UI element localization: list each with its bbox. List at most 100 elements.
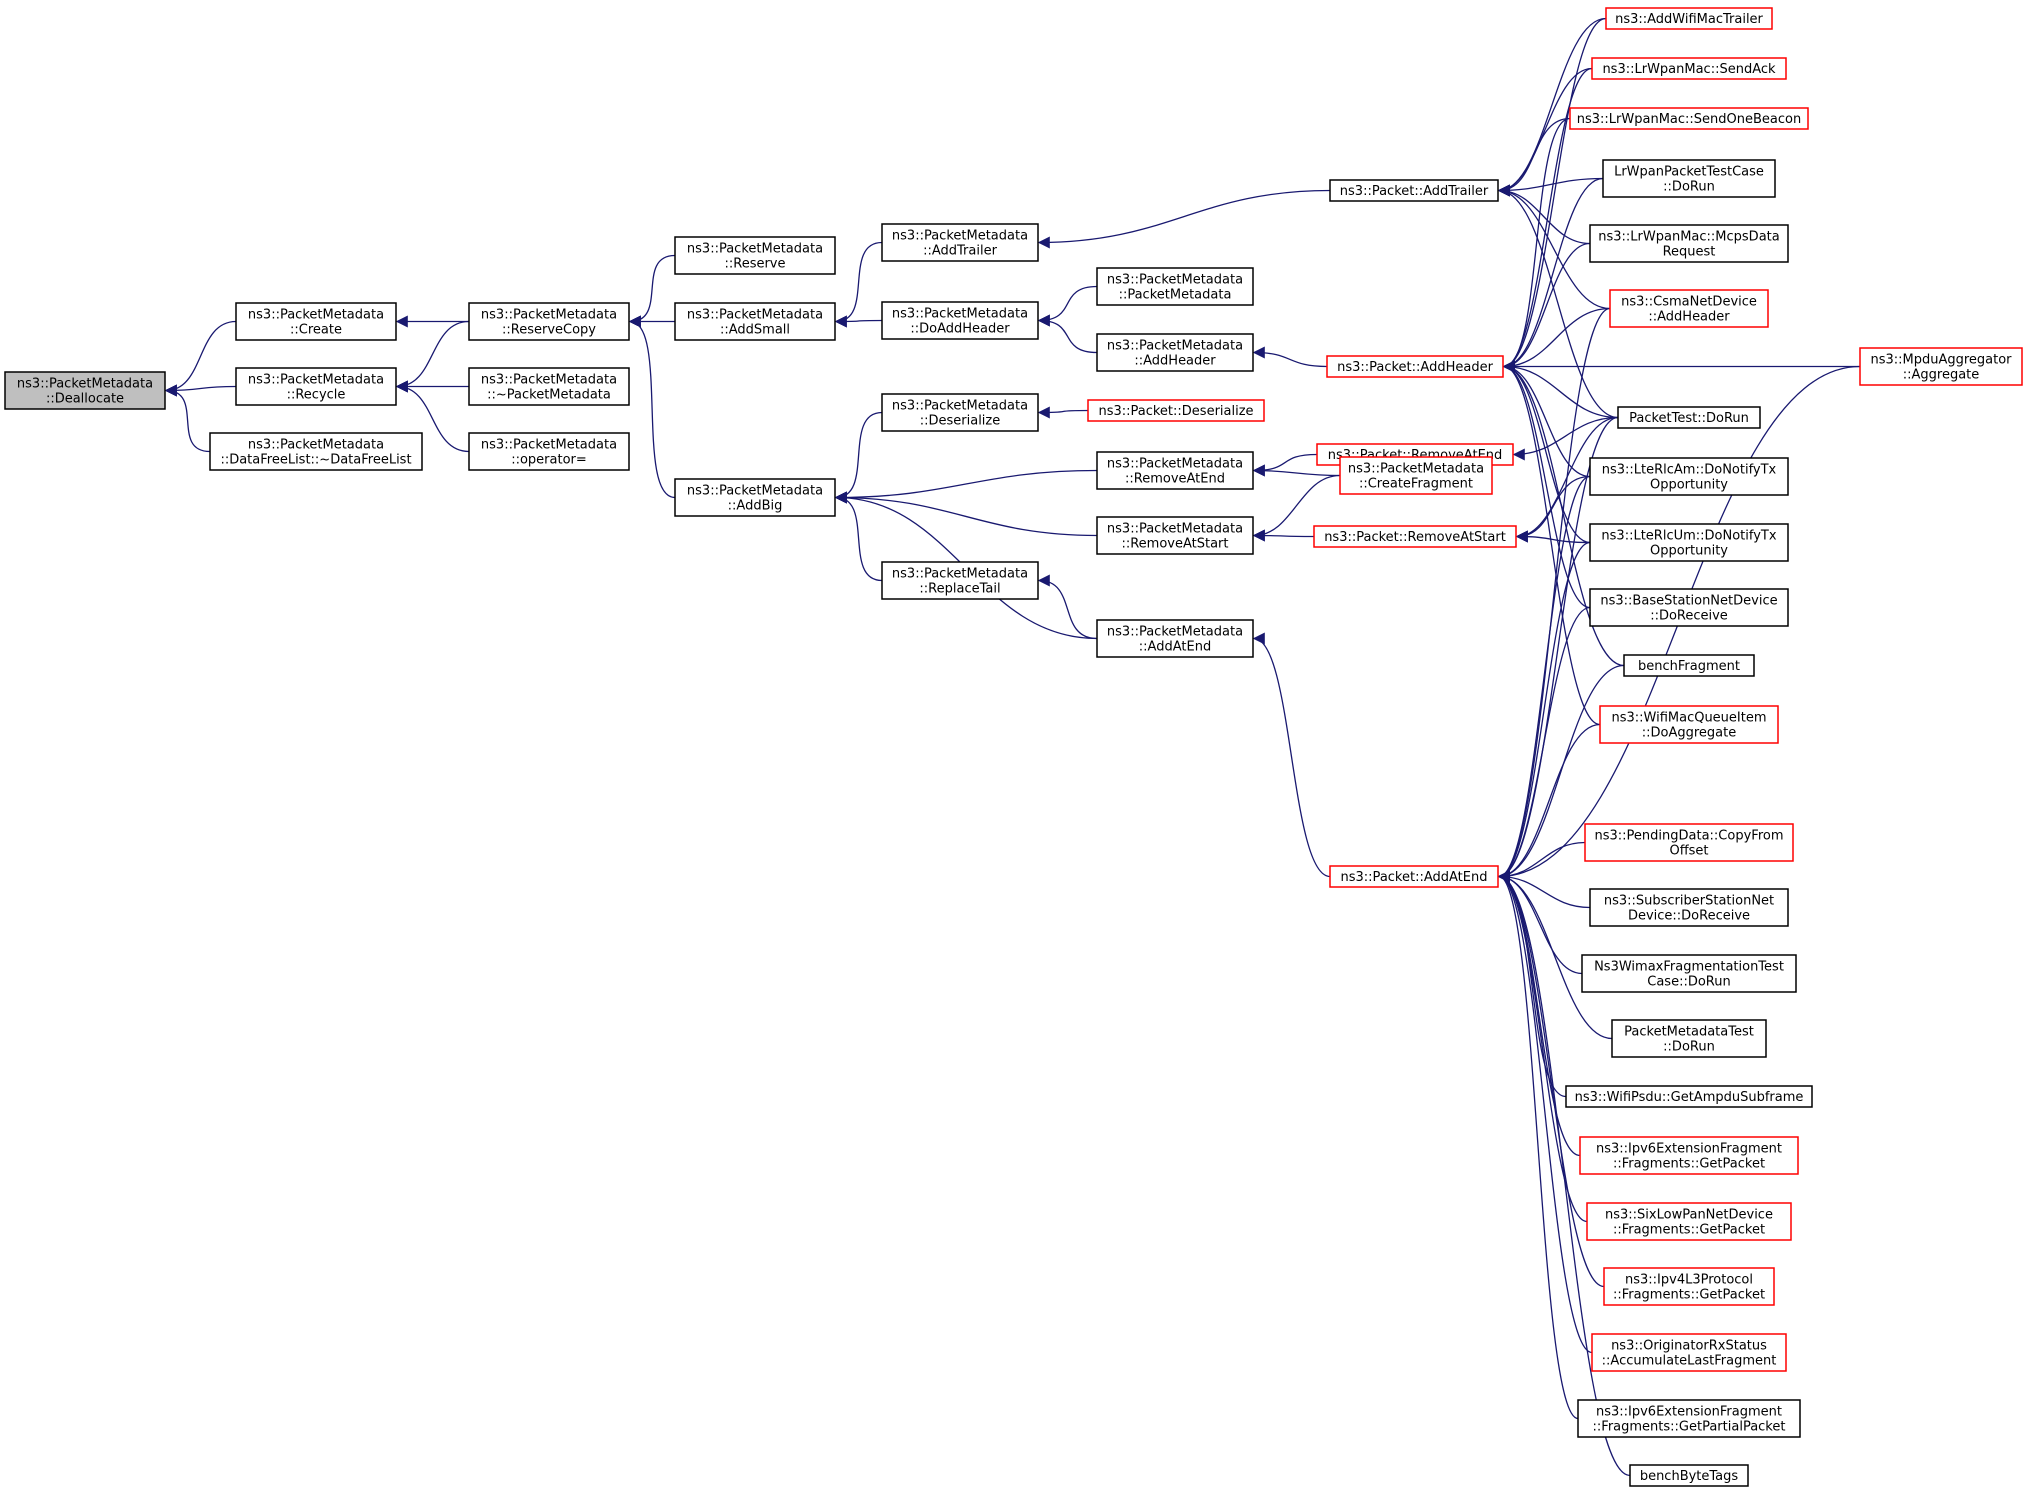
node-label-line: PacketMetadataTest (1624, 1025, 1754, 1040)
node-box (1565, 1085, 1813, 1108)
edge-lrwpantest-to-pkaddheader (1502, 177, 1604, 373)
node-label-line: ::AddSmall (720, 323, 790, 338)
node-label-line: ns3::AddWifiMacTrailer (1615, 12, 1763, 27)
node-rmstart[interactable]: ns3::PacketMetadata::RemoveAtStart (1096, 516, 1254, 555)
node-label-line: ns3::BaseStationNetDevice (1600, 594, 1777, 609)
node-label-line: ns3::PacketMetadata (1107, 273, 1243, 288)
node-label-line: ns3::WifiMacQueueItem (1611, 711, 1766, 726)
node-label-line: ::DoAggregate (1642, 726, 1737, 741)
node-label-line: ns3::PacketMetadata (1348, 462, 1484, 477)
node-create[interactable]: ns3::PacketMetadata::Create (235, 302, 397, 341)
node-label-line: ns3::PacketMetadata (481, 308, 617, 323)
node-reservecopy[interactable]: ns3::PacketMetadata::ReserveCopy (468, 302, 630, 341)
node-label-line: benchByteTags (1640, 1469, 1739, 1484)
node-box (209, 432, 423, 471)
node-label-line: ns3::PacketMetadata (1107, 457, 1243, 472)
node-pkdeser[interactable]: ns3::Packet::Deserialize (1087, 399, 1265, 422)
node-sendack[interactable]: ns3::LrWpanMac::SendAck (1591, 57, 1787, 80)
node-packettest[interactable]: PacketTest::DoRun (1617, 406, 1761, 429)
nodes-layer: ns3::PacketMetadata::Deallocatens3::Pack… (4, 7, 2023, 1487)
node-originator[interactable]: ns3::OriginatorRxStatus::AccumulateLastF… (1591, 1333, 1787, 1372)
node-addwifitrailer[interactable]: ns3::AddWifiMacTrailer (1605, 7, 1773, 30)
node-benchbyte[interactable]: benchByteTags (1629, 1464, 1749, 1487)
node-box (1617, 406, 1761, 429)
node-ipv6partial[interactable]: ns3::Ipv6ExtensionFragment::Fragments::G… (1577, 1399, 1801, 1438)
node-box (468, 432, 630, 471)
edge-reserve-to-reservecopy (628, 254, 676, 328)
node-pkaddheader[interactable]: ns3::Packet::AddHeader (1326, 355, 1504, 378)
edge-rlcam-to-pkrmstart (1515, 475, 1591, 543)
edge-ipv6partial-to-pkaddatend (1497, 870, 1579, 1420)
edge-addtrailer-to-addsmall (834, 241, 883, 328)
node-sixlowpan[interactable]: ns3::SixLowPanNetDevice::Fragments::GetP… (1586, 1202, 1792, 1241)
node-pkrmstart[interactable]: ns3::Packet::RemoveAtStart (1313, 525, 1517, 548)
node-label-line: ::PacketMetadata (1119, 288, 1232, 303)
node-label-line: ::DoAddHeader (910, 322, 1010, 337)
node-label-line: ns3::Packet::Deserialize (1098, 404, 1253, 419)
node-label-line: ns3::PacketMetadata (248, 438, 384, 453)
node-pmtest[interactable]: PacketMetadataTest::DoRun (1611, 1019, 1767, 1058)
edge-pkaddtrailer-to-addtrailer (1037, 189, 1331, 249)
node-addsmall[interactable]: ns3::PacketMetadata::AddSmall (674, 302, 836, 341)
node-pmaddheader[interactable]: ns3::PacketMetadata::AddHeader (1096, 333, 1254, 372)
node-ipv6frag[interactable]: ns3::Ipv6ExtensionFragment::Fragments::G… (1579, 1136, 1799, 1175)
node-pkaddatend[interactable]: ns3::Packet::AddAtEnd (1329, 865, 1499, 888)
node-box (1569, 107, 1809, 130)
node-reserve[interactable]: ns3::PacketMetadata::Reserve (674, 236, 836, 275)
node-mpdu[interactable]: ns3::MpduAggregator::Aggregate (1859, 347, 2023, 386)
node-bsnet[interactable]: ns3::BaseStationNetDevice::DoReceive (1589, 588, 1789, 627)
node-box (1629, 1464, 1749, 1487)
edge-pkaddheader-to-pmaddheader (1252, 346, 1328, 368)
node-label-line: ns3::PacketMetadata (892, 229, 1028, 244)
node-box (1589, 224, 1789, 263)
edge-pkdeser-to-deserialize (1037, 406, 1089, 419)
node-benchfrag[interactable]: benchFragment (1623, 654, 1755, 677)
node-opassign[interactable]: ns3::PacketMetadata::operator= (468, 432, 630, 471)
node-box (1589, 523, 1789, 562)
node-dtor[interactable]: ns3::PacketMetadata::~PacketMetadata (468, 367, 630, 406)
edge-create-to-deallocate (164, 320, 237, 397)
node-addtrailer[interactable]: ns3::PacketMetadata::AddTrailer (881, 223, 1039, 262)
node-replacetail[interactable]: ns3::PacketMetadata::ReplaceTail (881, 561, 1039, 600)
node-pmaddatend[interactable]: ns3::PacketMetadata::AddAtEnd (1096, 619, 1254, 658)
node-label-line: ::AccumulateLastFragment (1602, 1354, 1777, 1369)
node-label-line: ns3::Packet::AddAtEnd (1341, 870, 1488, 885)
node-ipv4l3[interactable]: ns3::Ipv4L3Protocol::Fragments::GetPacke… (1603, 1267, 1775, 1306)
node-deserialize[interactable]: ns3::PacketMetadata::Deserialize (881, 393, 1039, 432)
node-box (881, 301, 1039, 340)
node-deallocate[interactable]: ns3::PacketMetadata::Deallocate (4, 371, 166, 410)
node-label-line: ::AddAtEnd (1139, 640, 1211, 655)
node-label-line: ns3::PendingData::CopyFrom (1595, 829, 1784, 844)
node-box (468, 367, 630, 406)
node-addbig[interactable]: ns3::PacketMetadata::AddBig (674, 478, 836, 517)
node-label-line: ::~PacketMetadata (487, 388, 611, 403)
node-doaddheader[interactable]: ns3::PacketMetadata::DoAddHeader (881, 301, 1039, 340)
node-pkaddtrailer[interactable]: ns3::Packet::AddTrailer (1329, 179, 1499, 202)
node-label-line: ::AddHeader (1648, 310, 1730, 325)
node-rmend[interactable]: ns3::PacketMetadata::RemoveAtEnd (1096, 451, 1254, 490)
node-recycle[interactable]: ns3::PacketMetadata::Recycle (235, 367, 397, 406)
edge-subscriber-to-pkaddatend (1497, 870, 1591, 909)
node-dfl[interactable]: ns3::PacketMetadata::DataFreeList::~Data… (209, 432, 423, 471)
node-createfrag[interactable]: ns3::PacketMetadata::CreateFragment (1339, 456, 1493, 495)
node-label-line: ::Reserve (724, 257, 785, 272)
edge-csma-to-pkaddheader (1502, 307, 1611, 373)
node-box (1591, 57, 1787, 80)
edge-addwifitrailer-to-pkaddtrailer (1497, 17, 1607, 197)
node-label-line: LrWpanPacketTestCase (1614, 165, 1764, 180)
edge-deserialize-to-addbig (834, 411, 883, 504)
node-pmctor[interactable]: ns3::PacketMetadata::PacketMetadata (1096, 267, 1254, 306)
node-wifiqueue[interactable]: ns3::WifiMacQueueItem::DoAggregate (1599, 705, 1779, 744)
edge-lrwpantest-to-pkaddtrailer (1497, 177, 1604, 197)
node-sendbeacon[interactable]: ns3::LrWpanMac::SendOneBeacon (1569, 107, 1809, 130)
node-subscriber[interactable]: ns3::SubscriberStationNetDevice::DoRecei… (1589, 888, 1789, 927)
node-lrwpantest[interactable]: LrWpanPacketTestCase::DoRun (1602, 159, 1776, 198)
node-csma[interactable]: ns3::CsmaNetDevice::AddHeader (1609, 289, 1769, 328)
node-wifipsdu[interactable]: ns3::WifiPsdu::GetAmpduSubframe (1565, 1085, 1813, 1108)
node-label-line: ns3::OriginatorRxStatus (1611, 1339, 1767, 1354)
